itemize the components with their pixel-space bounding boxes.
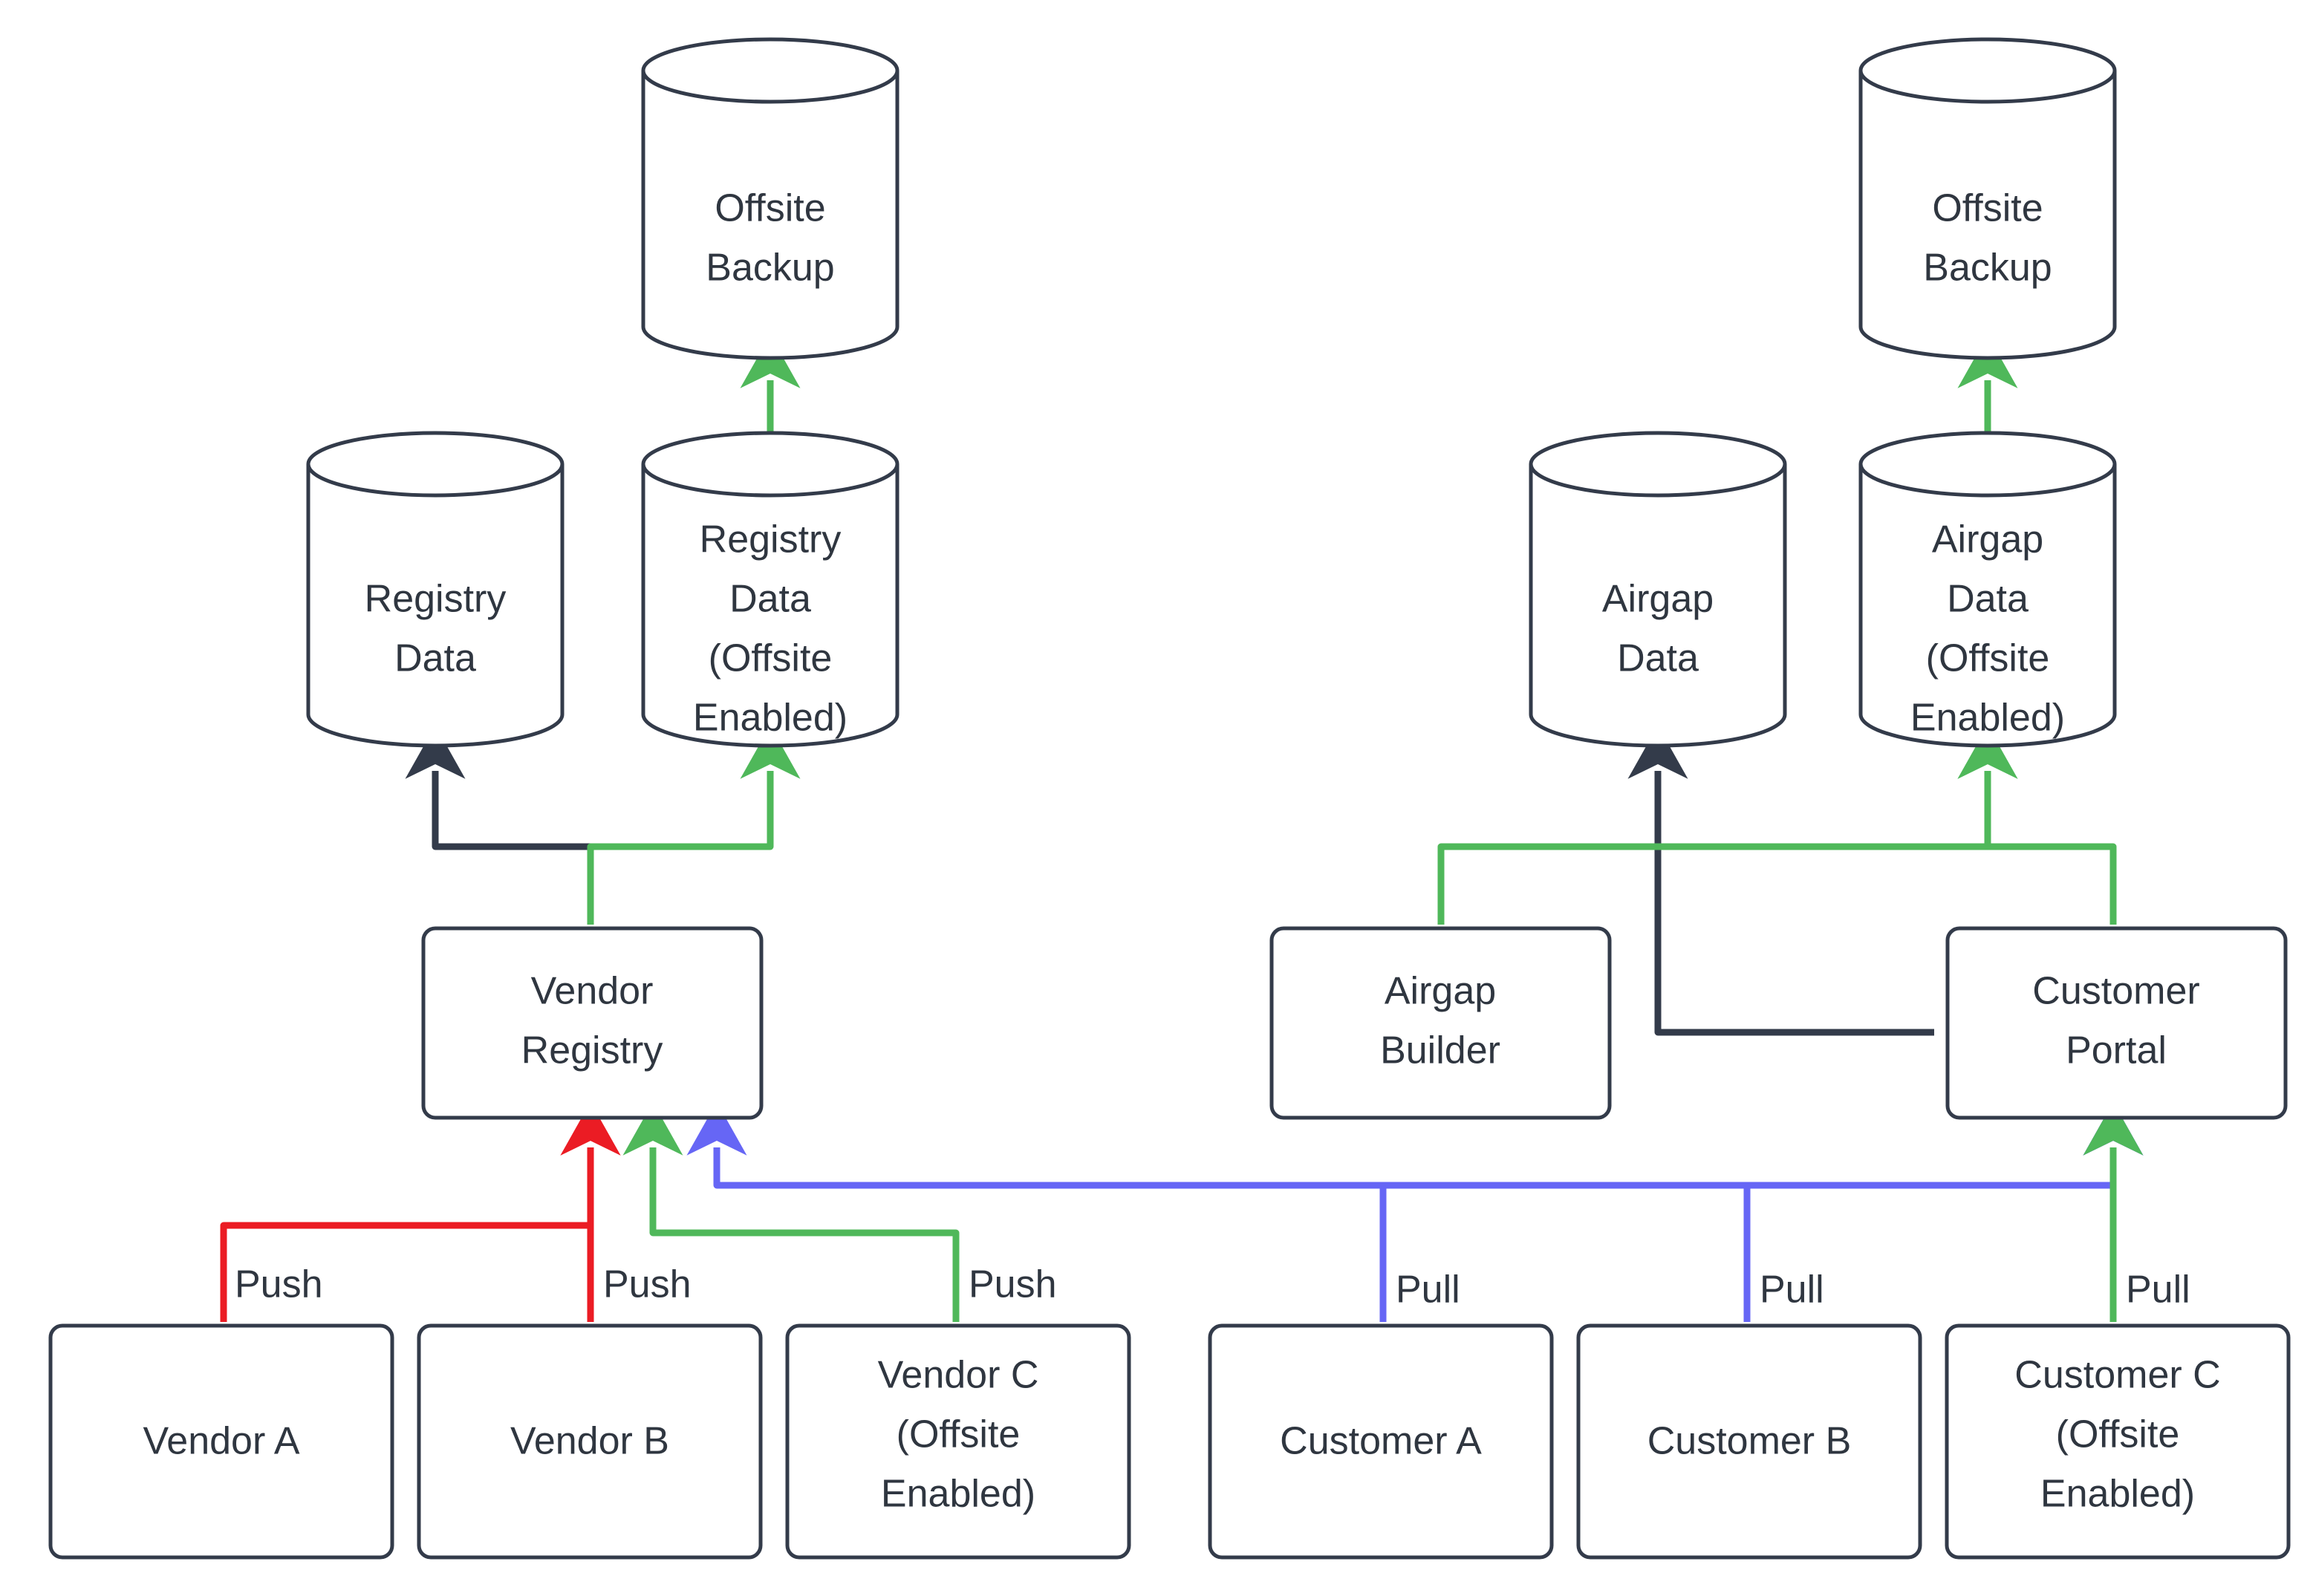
edge-registry-to-offsite-data <box>587 725 801 925</box>
edge-label-push-a: Push <box>235 1263 323 1306</box>
node-airgap-builder[interactable]: Airgap Builder <box>1269 926 1612 1120</box>
node-label: Enabled) <box>881 1473 1035 1516</box>
node-label: Offsite <box>1932 187 2043 230</box>
edge-label-push-b: Push <box>603 1263 692 1306</box>
node-label: (Offsite <box>1926 637 2050 680</box>
edge-builder-to-airgap-offsite <box>1437 725 2018 925</box>
node-label: Airgap <box>1385 970 1496 1013</box>
node-label: Data <box>1617 637 1699 680</box>
node-label: Customer C <box>2014 1354 2220 1397</box>
node-registry-data-offsite[interactable]: Registry Data (Offsite Enabled) <box>641 431 900 748</box>
node-customer-b[interactable]: Customer B <box>1576 1323 1922 1560</box>
node-airgap-data[interactable]: Airgap Data <box>1529 431 1787 748</box>
edge-vendor-c-to-registry <box>622 1101 960 1322</box>
node-label: Enabled) <box>693 697 848 740</box>
node-label: Enabled) <box>1910 697 2065 740</box>
edge-customers-to-vendor-registry <box>686 1101 2117 1189</box>
edge-portal-to-airgap-data <box>1627 725 1934 1036</box>
edge-label-pull-a: Pull <box>1396 1268 1460 1312</box>
edge-portal-to-airgap-offsite <box>1957 725 2117 925</box>
node-label: Vendor A <box>143 1420 299 1463</box>
edge-label-pull-c: Pull <box>2126 1268 2190 1312</box>
node-label: Backup <box>706 247 834 290</box>
node-label: Customer B <box>1647 1420 1852 1463</box>
node-label: Registry <box>365 578 507 621</box>
node-label: Customer <box>2032 970 2199 1013</box>
node-vendor-b[interactable]: Vendor B <box>417 1323 763 1560</box>
node-label: Builder <box>1380 1029 1500 1072</box>
node-offsite-backup-left[interactable]: Offsite Backup <box>641 37 900 360</box>
node-label: Customer A <box>1280 1420 1482 1463</box>
node-label: Data <box>394 637 476 680</box>
edge-label-push-c: Push <box>969 1263 1057 1306</box>
node-label: Airgap <box>1932 518 2043 561</box>
node-label: Registry <box>700 518 842 561</box>
edge-labels-layer: Push Push Push Pull Pull Pull <box>235 1263 2190 1312</box>
node-label: Data <box>1947 578 2029 621</box>
node-customer-c[interactable]: Customer C (Offsite Enabled) <box>1945 1323 2291 1560</box>
node-label: (Offsite <box>897 1413 1021 1456</box>
node-offsite-backup-right[interactable]: Offsite Backup <box>1858 37 2117 360</box>
node-vendor-a[interactable]: Vendor A <box>48 1323 394 1560</box>
node-label: (Offsite <box>2056 1413 2180 1456</box>
node-label: (Offsite <box>709 637 833 680</box>
node-label: Vendor C <box>878 1354 1039 1397</box>
node-label: Airgap <box>1602 578 1714 621</box>
node-label: Vendor B <box>510 1420 669 1463</box>
edges-layer <box>220 334 2144 1322</box>
node-label: Backup <box>1923 247 2052 290</box>
node-vendor-c[interactable]: Vendor C (Offsite Enabled) <box>785 1323 1131 1560</box>
edge-label-pull-b: Pull <box>1760 1268 1824 1312</box>
node-label: Portal <box>2066 1029 2167 1072</box>
node-label: Enabled) <box>2040 1473 2195 1516</box>
node-customer-a[interactable]: Customer A <box>1208 1323 1554 1560</box>
node-label: Registry <box>521 1029 663 1072</box>
edge-registry-to-registry-data <box>405 725 594 925</box>
node-registry-data[interactable]: Registry Data <box>306 431 565 748</box>
node-customer-portal[interactable]: Customer Portal <box>1945 926 2288 1120</box>
node-label: Data <box>729 578 811 621</box>
node-airgap-data-offsite[interactable]: Airgap Data (Offsite Enabled) <box>1858 431 2117 748</box>
node-vendor-registry[interactable]: Vendor Registry <box>421 926 764 1120</box>
node-label: Vendor <box>531 970 654 1013</box>
node-label: Offsite <box>715 187 825 230</box>
